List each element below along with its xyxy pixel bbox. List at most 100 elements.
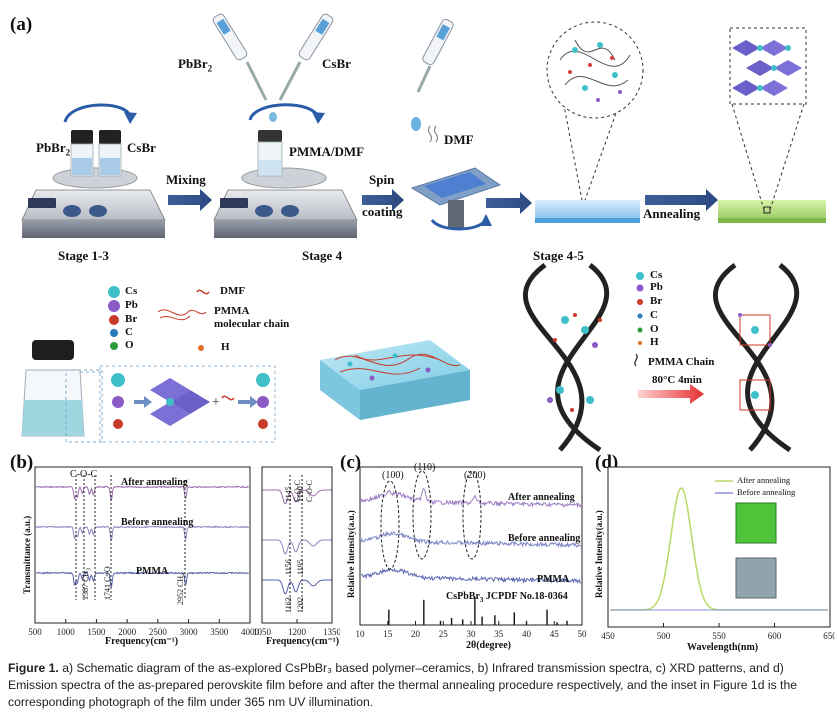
ann-1387: 1387 CH3 xyxy=(81,567,93,600)
pmma-dmf-label: PMMA/DMF xyxy=(289,144,365,159)
film-after-annealing xyxy=(718,200,826,223)
c-tick-label-4: 30 xyxy=(467,629,477,639)
caption-text: a) Schematic diagram of the as-explored … xyxy=(8,661,798,709)
b-tick-label-3: 2000 xyxy=(118,627,137,637)
b-xlabel: Frequency(cm⁻¹) xyxy=(105,636,179,647)
d-tick-label-1: 500 xyxy=(657,631,671,641)
legend-right-pb: Pb xyxy=(650,281,663,293)
right-coc-2: C-O-C xyxy=(305,480,314,502)
mixing-arrow xyxy=(168,189,212,211)
legend-br: Br xyxy=(125,313,138,325)
ftir-series-0 xyxy=(36,485,250,501)
stage-1-3-label: Stage 1-3 xyxy=(58,248,109,263)
right-1202: 1202 xyxy=(296,597,305,613)
vial-csbr xyxy=(98,130,122,177)
reagent-pbbr2-label: PbBr2 xyxy=(36,140,71,158)
c-xlabel: 2θ(degree) xyxy=(466,640,512,651)
ftir-series-2 xyxy=(35,571,249,589)
legend-o: O xyxy=(125,339,134,351)
coating-label: coating xyxy=(362,204,403,219)
lower-schematic: + xyxy=(21,262,800,453)
svg-text:+: + xyxy=(212,395,220,410)
b-curve-pmma: PMMA xyxy=(136,566,169,577)
spin-coater xyxy=(410,167,502,231)
ann-2952: 2952 CH3 xyxy=(176,572,188,605)
legend-right-c: C xyxy=(650,309,658,321)
panel-label-b: (b) xyxy=(10,452,34,473)
xrd-series-0 xyxy=(360,487,582,509)
c-tick-label-0: 10 xyxy=(356,629,366,639)
b-right-tick-label-0: 1050 xyxy=(253,627,272,637)
panel-d-pl: 450 500 550 600 650 xyxy=(601,466,835,641)
magnified-amorphous xyxy=(546,21,644,201)
hot-plate-1 xyxy=(21,167,166,238)
legend-right-pmma-chain: PMMA Chain xyxy=(648,356,715,368)
d-tick-label-4: 650 xyxy=(823,631,835,641)
dmf-label: DMF xyxy=(444,132,474,147)
b-tick-label-2: 1500 xyxy=(87,627,106,637)
hot-plate-2 xyxy=(213,167,358,238)
c-curve-pmma: PMMA xyxy=(537,574,570,585)
film-before-annealing xyxy=(535,200,640,223)
d-ylabel: Relative Intensity(a.u.) xyxy=(594,510,604,598)
caption-figure-number: Figure 1. xyxy=(8,661,59,675)
b-xlabel-right: Frequency(cm⁻¹) xyxy=(266,636,340,647)
right-1195: 1195 xyxy=(296,559,305,575)
c-tick-label-2: 20 xyxy=(411,629,421,639)
ann-coc: C-O-C xyxy=(70,469,98,480)
pipette-dmf xyxy=(411,18,454,143)
magnified-crystal xyxy=(729,27,807,211)
spin-arrow xyxy=(362,189,404,211)
c-tick-label-5: 35 xyxy=(494,629,504,639)
d-tick-label-0: 450 xyxy=(601,631,615,641)
stage-4-label: Stage 4 xyxy=(302,248,343,263)
peak-100: (100) xyxy=(382,470,404,481)
pipette-right xyxy=(278,13,334,101)
c-tick-label-7: 45 xyxy=(550,629,560,639)
helix-before xyxy=(522,262,610,453)
b-right-tick-label-2: 1350 xyxy=(323,627,340,637)
legend-pmma: PMMA xyxy=(214,305,250,317)
b-tick-label-4: 2500 xyxy=(149,627,168,637)
c-tick-label-8: 50 xyxy=(578,629,588,639)
figure-caption: Figure 1. a) Schematic diagram of the as… xyxy=(8,660,828,711)
helix-after xyxy=(712,262,800,453)
b-tick-label-6: 3500 xyxy=(210,627,229,637)
b-ylabel: Transmittance (a.u.) xyxy=(22,515,32,594)
annealing-condition: 80°C 4min xyxy=(652,374,702,386)
ftir-series-1 xyxy=(35,525,250,542)
legend-cs: Cs xyxy=(125,285,138,297)
b-right-tick-label-1: 1200 xyxy=(288,627,307,637)
legend-right-cs: Cs xyxy=(650,269,663,281)
ann-1741: 1741 C=O xyxy=(103,566,112,600)
c-curve-before: Before annealing xyxy=(508,533,581,544)
peak-110: (110) xyxy=(414,462,436,473)
d-legend-after: After annealing xyxy=(737,475,791,485)
pipette-left xyxy=(212,13,268,101)
pipette-pbbr2-label: PbBr2 xyxy=(178,56,213,74)
b-tick-label-5: 3000 xyxy=(180,627,199,637)
c-tick-label-3: 25 xyxy=(439,629,449,639)
b-curve-after: After annealing xyxy=(121,477,188,488)
xrd-series-1 xyxy=(360,530,582,549)
c-reference: CsPbBr3 JCPDF No.18-0364 xyxy=(446,591,568,604)
pipette-csbr-label: CsBr xyxy=(322,56,351,71)
stage-4-5-label: Stage 4-5 xyxy=(533,248,584,263)
d-xlabel: Wavelength(nm) xyxy=(687,642,759,653)
reagent-csbr-label: CsBr xyxy=(127,140,156,155)
drop-1 xyxy=(269,112,277,122)
d-legend-before: Before annealing xyxy=(737,487,796,497)
rotation-arrow-2 xyxy=(248,103,320,121)
arrow-to-film xyxy=(486,192,532,214)
d-tick-label-2: 550 xyxy=(712,631,726,641)
c-tick-label-6: 40 xyxy=(522,629,532,639)
legend-molecular-chain: molecular chain xyxy=(214,318,290,330)
d-tick-label-3: 600 xyxy=(768,631,782,641)
c-ylabel: Relative Intensity(a.u.) xyxy=(346,510,356,598)
rotation-arrow-1 xyxy=(63,103,132,123)
legend-c: C xyxy=(125,326,133,338)
ftir-zoom-series-2 xyxy=(262,579,332,595)
legend-pb: Pb xyxy=(125,299,138,311)
